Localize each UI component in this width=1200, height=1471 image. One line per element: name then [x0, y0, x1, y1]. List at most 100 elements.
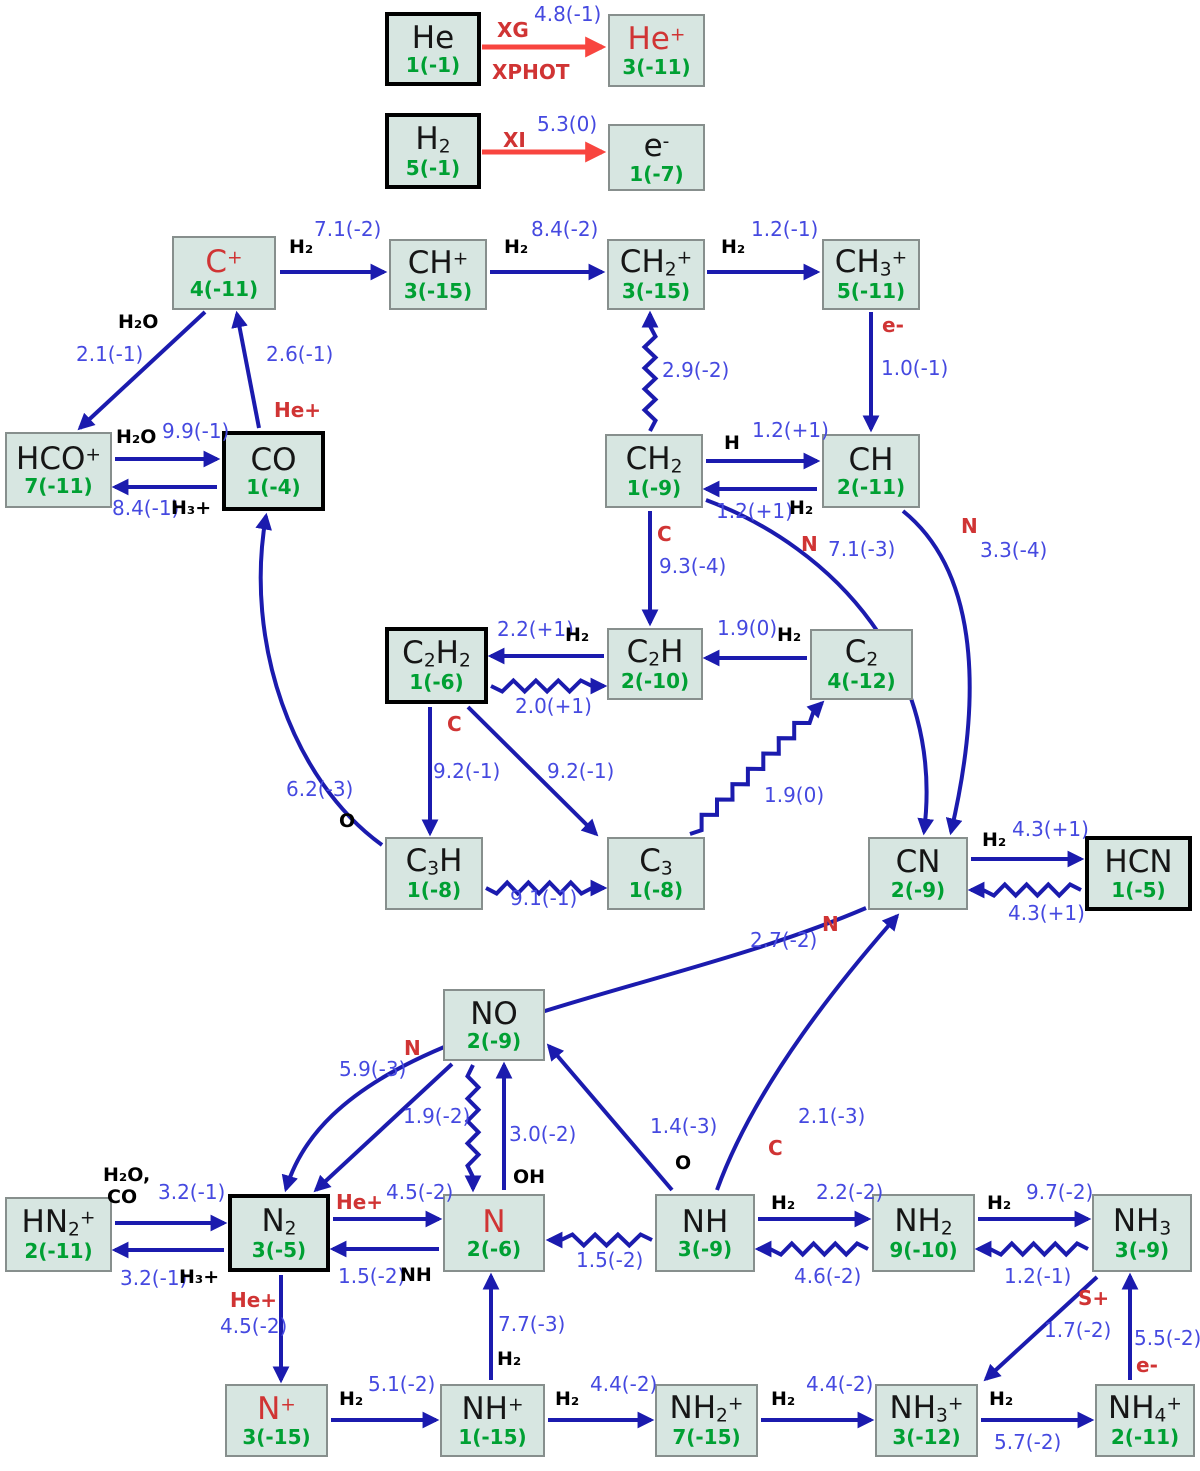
species-label-nh2p: NH2+ — [669, 1390, 744, 1427]
edge-ch-to-cn — [901, 509, 972, 836]
species-label-nh2: NH2 — [894, 1202, 953, 1239]
reactant-label: NH — [400, 1264, 432, 1286]
abundance-value: 2(-11) — [836, 475, 906, 500]
reactant-label: N — [801, 532, 818, 556]
reactant-label: H₂ — [497, 1348, 522, 1370]
node-nh4p: NH4+2(-11) — [1095, 1384, 1195, 1457]
edge-no-to-n2 — [313, 1062, 454, 1193]
rate-label: 9.7(-2) — [1026, 1180, 1094, 1204]
species-label-cp: C+ — [205, 243, 243, 280]
rate-label: 9.1(-1) — [510, 886, 578, 910]
rate-label: 2.1(-1) — [76, 342, 144, 366]
species-label-c2h2: C2H2 — [402, 635, 471, 672]
rate-label: 4.6(-2) — [794, 1264, 862, 1288]
node-chp: CH+3(-15) — [389, 239, 487, 310]
abundance-value: 3(-15) — [403, 278, 473, 303]
abundance-value: 1(-8) — [406, 878, 462, 903]
abundance-value: 3(-5) — [251, 1237, 307, 1262]
abundance-value: 1(-15) — [458, 1424, 527, 1449]
abundance-value: 1(-6) — [409, 670, 464, 695]
reactant-label: S+ — [1078, 1286, 1110, 1310]
abundance-value: 2(-9) — [466, 1029, 522, 1054]
rate-label: 7.1(-2) — [314, 217, 382, 241]
abundance-value: 1(-9) — [626, 475, 682, 500]
node-ch2p: CH2+3(-15) — [607, 239, 705, 310]
reactant-label: C — [768, 1136, 783, 1160]
rate-label: 1.0(-1) — [881, 356, 949, 380]
abundance-value: 2(-9) — [890, 877, 946, 902]
rate-label: 2.1(-3) — [798, 1104, 866, 1128]
species-label-ch: CH — [848, 441, 894, 478]
rate-label: 9.3(-4) — [659, 554, 727, 578]
species-label-nh3p: NH3+ — [889, 1390, 964, 1427]
species-label-ch3p: CH3+ — [834, 244, 908, 281]
edge-c3h-to-c3 — [485, 879, 608, 897]
reactant-label: He+ — [274, 398, 322, 422]
rate-label: 2.7(-2) — [750, 928, 818, 952]
rate-label: 4.8(-1) — [534, 2, 602, 26]
species-label-cn: CN — [895, 844, 941, 880]
reactant-label: H₂ — [789, 497, 814, 519]
edge-nh2-to-nh — [754, 1240, 869, 1258]
edge-ch2-to-ch2p — [641, 310, 659, 432]
rate-label: 4.4(-2) — [590, 1372, 658, 1396]
reactant-label: OH — [513, 1166, 546, 1188]
reactant-label: H₃+ — [171, 497, 212, 519]
edge-nh3-to-nh3p — [983, 1275, 1099, 1382]
abundance-value: 1(-1) — [405, 53, 461, 78]
reactant-label: H₂ — [989, 1388, 1014, 1410]
species-label-c2h: C2H — [626, 633, 684, 670]
rate-label: 3.3(-4) — [980, 538, 1048, 562]
edge-c2h2-to-c3 — [466, 705, 599, 837]
node-hcop: HCO+7(-11) — [5, 432, 112, 508]
abundance-value: 4(-12) — [827, 669, 896, 694]
reactant-label: N — [961, 514, 978, 538]
abundance-value: 3(-11) — [622, 54, 691, 79]
reactant-label: H₂ — [565, 624, 590, 646]
edge-ch2-to-cn — [705, 498, 935, 836]
rate-label: 9.2(-1) — [547, 759, 615, 783]
abundance-value: 1(-8) — [628, 878, 684, 903]
node-hn2p: HN2+2(-11) — [5, 1197, 112, 1272]
species-label-hep: He+ — [627, 21, 686, 57]
species-label-c2: C2 — [844, 634, 879, 671]
abundance-value: 3(-9) — [677, 1237, 733, 1262]
species-label-chp: CH+ — [407, 245, 469, 281]
abundance-value: 3(-15) — [242, 1424, 311, 1449]
abundance-value: 2(-11) — [1110, 1425, 1180, 1450]
rate-label: 1.5(-2) — [338, 1264, 406, 1288]
reactant-label: H₂ — [771, 1388, 796, 1410]
edge-nh-to-n — [545, 1231, 653, 1249]
edge-nh3-to-nh2 — [974, 1240, 1089, 1258]
species-label-no: NO — [470, 995, 518, 1032]
node-nhp: NH+1(-15) — [440, 1384, 545, 1457]
rate-label: 5.3(0) — [537, 112, 598, 136]
rate-label: 1.5(-2) — [576, 1248, 644, 1272]
edge-cp-to-hcop — [77, 310, 207, 431]
edge-co-to-cp — [231, 310, 261, 429]
rate-label: 7.7(-3) — [498, 1312, 566, 1336]
reactant-label: H₂ — [504, 236, 529, 258]
reactant-label: O — [339, 810, 356, 832]
rate-label: 1.2(+1) — [716, 499, 793, 523]
rate-label: 9.2(-1) — [433, 759, 501, 783]
species-label-he: He — [411, 19, 455, 56]
edge-c3h-to-co — [255, 512, 384, 847]
abundance-value: 1(-7) — [629, 161, 684, 186]
species-label-ch2: CH2 — [625, 440, 683, 477]
node-cp: C+4(-11) — [172, 236, 276, 310]
species-label-nh4p: NH4+ — [1108, 1390, 1182, 1427]
rate-label: 5.5(-2) — [1134, 1326, 1200, 1350]
abundance-value: 3(-9) — [1114, 1237, 1170, 1262]
